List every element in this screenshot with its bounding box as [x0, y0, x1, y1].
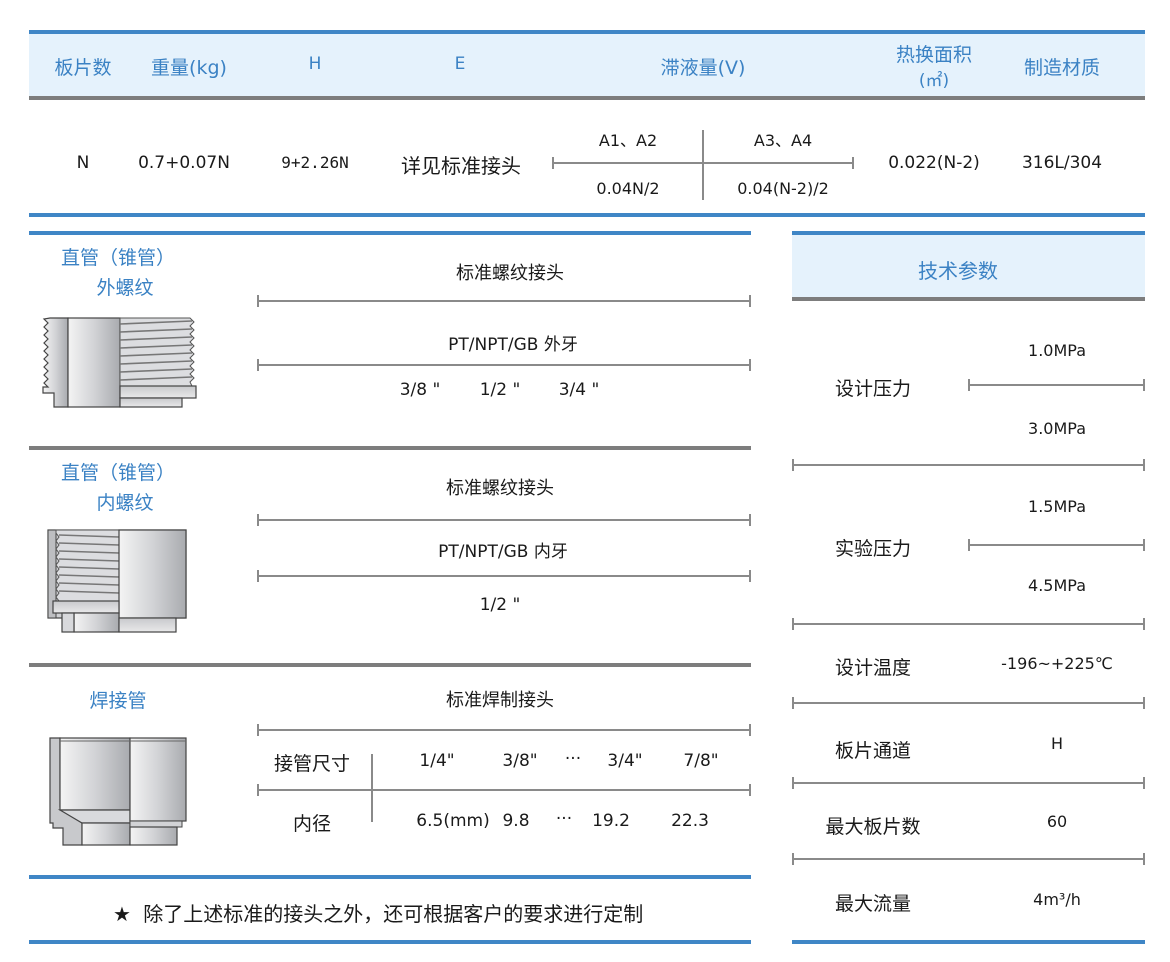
value-material: 316L/304: [1021, 153, 1103, 173]
header-area-line2: (㎡): [918, 71, 950, 91]
holdup-a34-label: A3、A4: [753, 131, 813, 150]
value-plates: N: [76, 153, 90, 173]
tech-params-header-divider: [792, 297, 1145, 301]
header-plates: 板片数: [54, 57, 112, 79]
test-pressure-label: 实验压力: [834, 538, 912, 560]
value-area: 0.022(N-2): [888, 153, 980, 173]
plate-channel-label: 板片通道: [834, 740, 912, 762]
divider: [257, 295, 751, 307]
divider: [968, 379, 1145, 391]
pipe-size-label: 接管尺寸: [273, 753, 351, 775]
max-flow-value: 4m³/h: [1033, 890, 1081, 909]
bottom-border: [29, 213, 1145, 217]
header-weight: 重量(kg): [151, 57, 227, 79]
holdup-a12-label: A1、A2: [598, 131, 658, 150]
pipe-size-value: 3/8": [502, 751, 538, 771]
standard-label: 标准螺纹接头: [446, 478, 554, 499]
max-plates-value: 60: [1046, 812, 1068, 831]
divider: [257, 784, 751, 796]
footnote-text: 除了上述标准的接头之外，还可根据客户的要求进行定制: [143, 902, 644, 926]
tech-params-title: 技术参数: [918, 259, 998, 283]
divider: [792, 618, 1145, 630]
plate-channel-value: H: [1050, 734, 1064, 753]
divider: [792, 697, 1145, 709]
divider: [257, 359, 751, 371]
header-area-line1: 热换面积: [895, 44, 973, 66]
section-divider: [29, 663, 751, 667]
male-thread-fitting-icon: [42, 317, 197, 408]
max-plates-label: 最大板片数: [825, 816, 921, 838]
value-h: 9+2.26N: [281, 153, 349, 172]
section-divider: [29, 446, 751, 450]
tech-params-top-border: [792, 231, 1145, 235]
inner-diameter-value: 22.3: [671, 811, 709, 831]
size-value: 1/2 ": [479, 380, 521, 400]
size-value: 3/4 ": [558, 380, 600, 400]
divider-vertical: [371, 754, 373, 822]
divider: [257, 724, 751, 736]
spec-table-header-bg: [29, 33, 1145, 97]
design-temp-label: 设计温度: [834, 657, 912, 679]
footnote-bottom-border: [29, 940, 751, 944]
test-pressure-value2: 4.5MPa: [1028, 576, 1086, 595]
footnote: ★ 除了上述标准的接头之外，还可根据客户的要求进行定制: [113, 898, 643, 927]
ellipsis: ···: [564, 749, 582, 769]
inner-diameter-value: 9.8: [502, 811, 530, 831]
design-pressure-value2: 3.0MPa: [1028, 419, 1086, 438]
female-thread-fitting-icon: [47, 529, 187, 633]
inner-diameter-value: 19.2: [592, 811, 630, 831]
size-value: 3/8 ": [399, 380, 441, 400]
standard-label: 标准螺纹接头: [456, 263, 564, 284]
holdup-a12-value: 0.04N/2: [596, 179, 660, 198]
holdup-divider-vertical: [702, 130, 704, 200]
pipe-size-value: 7/8": [683, 751, 719, 771]
divider: [792, 459, 1145, 471]
thread-type-label: PT/NPT/GB 内牙: [438, 542, 568, 562]
max-flow-label: 最大流量: [834, 893, 912, 915]
pipe-size-value: 1/4": [419, 751, 455, 771]
tech-params-bottom-border: [792, 940, 1145, 944]
value-weight: 0.7+0.07N: [138, 153, 230, 173]
inner-diameter-value: 6.5(mm): [416, 811, 490, 831]
connections-top-border: [29, 231, 751, 235]
header-h: H: [308, 54, 322, 74]
top-border: [29, 30, 1145, 34]
design-pressure-value1: 1.0MPa: [1028, 341, 1086, 360]
thread-type-label: PT/NPT/GB 外牙: [448, 335, 578, 355]
test-pressure-value1: 1.5MPa: [1028, 497, 1086, 516]
connection-title-line2: 内螺纹: [96, 492, 154, 514]
divider: [968, 539, 1145, 551]
design-pressure-label: 设计压力: [834, 378, 912, 400]
pipe-size-value: 3/4": [607, 751, 643, 771]
header-e: E: [454, 54, 466, 74]
inner-diameter-label: 内径: [292, 813, 332, 835]
tech-params-header-bg: [792, 234, 1145, 298]
header-material: 制造材质: [1023, 57, 1101, 79]
connection-title-line1: 直管（锥管）: [60, 247, 176, 269]
size-value: 1/2 ": [479, 595, 521, 615]
ellipsis: ···: [555, 809, 573, 829]
divider: [792, 853, 1145, 865]
header-holdup: 滞液量(V): [660, 57, 746, 79]
connection-title-line1: 直管（锥管）: [60, 462, 176, 484]
connection-title-line2: 外螺纹: [96, 277, 154, 299]
weld-fitting-icon: [49, 737, 187, 846]
design-temp-value: -196~+225℃: [1001, 654, 1113, 673]
holdup-a34-value: 0.04(N-2)/2: [737, 179, 829, 198]
divider: [257, 570, 751, 582]
connection-title: 焊接管: [89, 690, 147, 712]
header-divider: [29, 96, 1145, 100]
divider: [792, 777, 1145, 789]
star-icon: ★: [113, 902, 131, 926]
divider: [257, 514, 751, 526]
standard-label: 标准焊制接头: [446, 690, 554, 711]
value-e: 详见标准接头: [401, 154, 521, 178]
footnote-top-border: [29, 875, 751, 879]
